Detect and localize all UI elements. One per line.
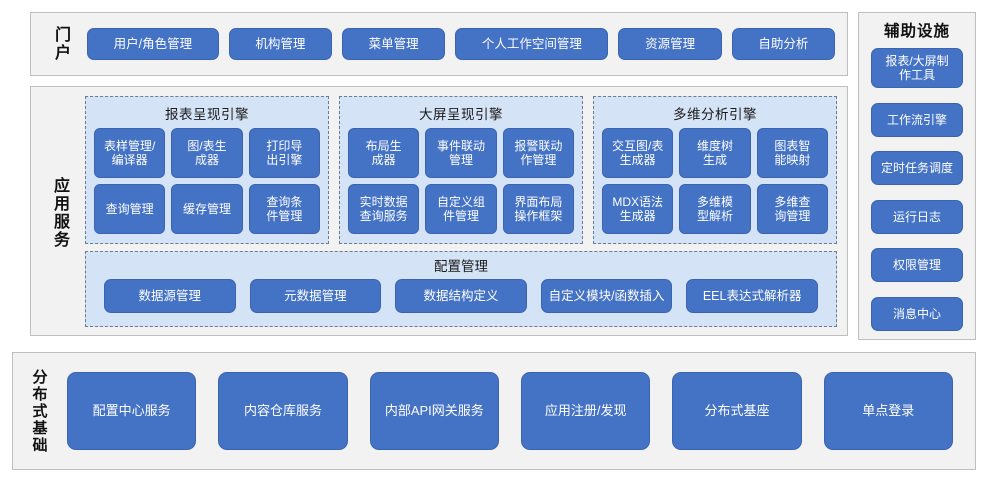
infrastructure-item-distributed-base[interactable]: 分布式基座 (672, 372, 802, 450)
sidebar-item-workflow-engine[interactable]: 工作流引擎 (871, 102, 963, 137)
engine-item-ui-layout-operation-framework[interactable]: 界面布局 操作框架 (502, 184, 574, 234)
engine-item-chart-table-generator[interactable]: 图/表生 成器 (171, 128, 243, 178)
portal-item-organization-management[interactable]: 机构管理 (228, 28, 332, 60)
engine-large-screen-rendering-title: 大屏呈现引擎 (419, 107, 503, 122)
portal-section-label: 门户 (52, 26, 69, 62)
engine-large-screen-rendering: 大屏呈现引擎 布局生 成器 事件联动 管理 报警联动 作管理 实时数据 查询服务… (339, 96, 583, 244)
engine-item-mdx-syntax-generator[interactable]: MDX语法 生成器 (602, 184, 674, 234)
auxiliary-facilities-list: 报表/大屏制 作工具 工作流引擎 定时任务调度 运行日志 权限管理 消息中心 (859, 48, 975, 335)
distributed-infrastructure-label: 分布式基础 (30, 368, 48, 454)
engine-item-multidimensional-query-management[interactable]: 多维查 询管理 (756, 184, 828, 234)
portal-section: 门户 用户/角色管理 机构管理 菜单管理 个人工作空间管理 资源管理 自助分析 (30, 12, 848, 76)
portal-item-list: 用户/角色管理 机构管理 菜单管理 个人工作空间管理 资源管理 自助分析 (83, 28, 847, 60)
engine-item-event-linkage-management[interactable]: 事件联动 管理 (425, 128, 497, 178)
portal-item-menu-management[interactable]: 菜单管理 (341, 28, 446, 60)
sidebar-item-operation-log[interactable]: 运行日志 (871, 199, 963, 234)
engine-report-rendering: 报表呈现引擎 表样管理/ 编译器 图/表生 成器 打印导 出引擎 查询管理 缓存… (85, 96, 329, 244)
application-services-section-label: 应用服务 (51, 177, 68, 249)
auxiliary-facilities-section: 辅助设施 报表/大屏制 作工具 工作流引擎 定时任务调度 运行日志 权限管理 消… (858, 12, 976, 340)
engine-report-rendering-items: 表样管理/ 编译器 图/表生 成器 打印导 出引擎 查询管理 缓存管理 查询条 … (94, 128, 320, 234)
engine-item-print-export-engine[interactable]: 打印导 出引擎 (248, 128, 320, 178)
engine-large-screen-rendering-items: 布局生 成器 事件联动 管理 报警联动 作管理 实时数据 查询服务 自定义组 件… (348, 128, 574, 234)
configuration-management-title: 配置管理 (434, 259, 488, 274)
engine-multidimensional-analysis-items: 交互图/表 生成器 维度树 生成 图表智 能映射 MDX语法 生成器 多维模 型… (602, 128, 828, 234)
engine-item-layout-generator[interactable]: 布局生 成器 (348, 128, 420, 178)
auxiliary-facilities-title: 辅助设施 (883, 23, 950, 40)
engine-multidimensional-analysis: 多维分析引擎 交互图/表 生成器 维度树 生成 图表智 能映射 MDX语法 生成… (593, 96, 837, 244)
engine-item-chart-intelligent-mapping[interactable]: 图表智 能映射 (756, 128, 828, 178)
portal-item-resource-management[interactable]: 资源管理 (618, 28, 722, 60)
distributed-infrastructure-list: 配置中心服务 内容仓库服务 内部API网关服务 应用注册/发现 分布式基座 单点… (57, 372, 975, 450)
infrastructure-item-single-sign-on[interactable]: 单点登录 (823, 372, 953, 450)
portal-item-user-role-management[interactable]: 用户/角色管理 (87, 28, 219, 60)
infrastructure-item-config-center-service[interactable]: 配置中心服务 (67, 372, 197, 450)
sidebar-item-permission-management[interactable]: 权限管理 (871, 248, 963, 283)
sidebar-item-scheduled-task-scheduling[interactable]: 定时任务调度 (871, 151, 963, 186)
portal-item-personal-workspace-management[interactable]: 个人工作空间管理 (455, 28, 609, 60)
engine-item-cache-management[interactable]: 缓存管理 (171, 184, 243, 234)
portal-item-self-service-analysis[interactable]: 自助分析 (731, 28, 835, 60)
sidebar-item-report-bigscreen-authoring-tool[interactable]: 报表/大屏制 作工具 (871, 48, 963, 88)
engine-item-interactive-chart-table-generator[interactable]: 交互图/表 生成器 (602, 128, 674, 178)
engine-item-query-management[interactable]: 查询管理 (94, 184, 166, 234)
config-item-custom-module-function-insertion[interactable]: 自定义模块/函数插入 (540, 279, 673, 313)
engine-item-query-condition-management[interactable]: 查询条 件管理 (248, 184, 320, 234)
engine-item-table-template-compiler[interactable]: 表样管理/ 编译器 (94, 128, 166, 178)
config-item-data-structure-definition[interactable]: 数据结构定义 (395, 279, 527, 313)
config-item-metadata-management[interactable]: 元数据管理 (249, 279, 382, 313)
engine-item-multidimensional-model-parsing[interactable]: 多维模 型解析 (679, 184, 751, 234)
engine-item-dimension-tree-generation[interactable]: 维度树 生成 (679, 128, 751, 178)
engine-report-rendering-title: 报表呈现引擎 (165, 107, 249, 122)
engine-item-realtime-data-query-service[interactable]: 实时数据 查询服务 (348, 184, 420, 234)
configuration-management-panel: 配置管理 数据源管理 元数据管理 数据结构定义 自定义模块/函数插入 EEL表达… (85, 251, 837, 327)
config-item-eel-expression-parser[interactable]: EEL表达式解析器 (686, 279, 818, 313)
left-block: 门户 用户/角色管理 机构管理 菜单管理 个人工作空间管理 资源管理 自助分析 … (12, 8, 848, 340)
distributed-infrastructure-section: 分布式基础 配置中心服务 内容仓库服务 内部API网关服务 应用注册/发现 分布… (12, 352, 976, 470)
engine-multidimensional-analysis-title: 多维分析引擎 (673, 107, 757, 122)
config-item-datasource-management[interactable]: 数据源管理 (104, 279, 236, 313)
infrastructure-item-content-repository-service[interactable]: 内容仓库服务 (218, 372, 348, 450)
application-services-section: 应用服务 报表呈现引擎 表样管理/ 编译器 图/表生 成器 打印导 出引擎 查询… (30, 86, 848, 336)
engines-row: 报表呈现引擎 表样管理/ 编译器 图/表生 成器 打印导 出引擎 查询管理 缓存… (85, 96, 837, 244)
engine-item-alarm-linkage-action-management[interactable]: 报警联动 作管理 (502, 128, 574, 178)
sidebar-item-message-center[interactable]: 消息中心 (871, 296, 963, 331)
engine-item-custom-component-management[interactable]: 自定义组 件管理 (425, 184, 497, 234)
infrastructure-item-internal-api-gateway-service[interactable]: 内部API网关服务 (369, 372, 499, 450)
infrastructure-item-application-registration-discovery[interactable]: 应用注册/发现 (520, 372, 651, 450)
configuration-management-items: 数据源管理 元数据管理 数据结构定义 自定义模块/函数插入 EEL表达式解析器 (86, 279, 836, 313)
